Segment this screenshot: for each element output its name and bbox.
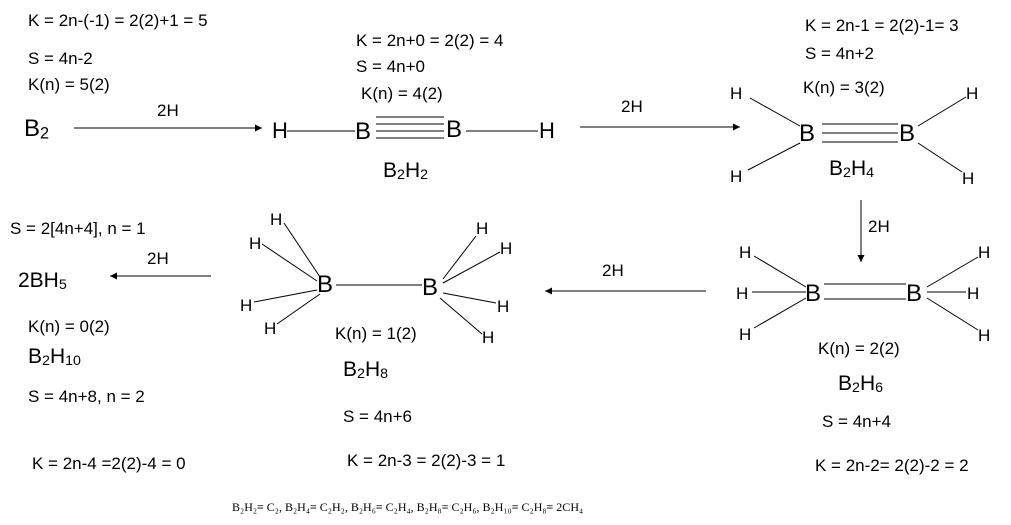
b2h10-kn: K(n) = 0(2) bbox=[28, 317, 110, 336]
equivalence-footnote: B₂H₂≡ C₂, B₂H₄≡ C₂H₂, B₂H₆≡ C₂H₄, B₂H₈≡ … bbox=[232, 500, 584, 514]
bond-b-h bbox=[283, 222, 321, 278]
atom-h: H bbox=[962, 169, 975, 188]
b2-kn: K(n) = 5(2) bbox=[28, 75, 110, 94]
atom-b: B bbox=[317, 271, 334, 298]
atom-h: H bbox=[736, 284, 749, 303]
bond-b-h bbox=[917, 96, 967, 127]
b2h2-k-formula: K = 2n+0 = 2(2) = 4 bbox=[356, 31, 504, 50]
atom-h: H bbox=[730, 167, 743, 186]
b2-label: B2 bbox=[24, 115, 50, 143]
bond-b-h bbox=[439, 297, 483, 335]
b2h10-label: B2H10 bbox=[28, 345, 81, 370]
bond-b-h bbox=[276, 293, 321, 325]
bond-b-b-triple bbox=[822, 123, 898, 143]
bond-b-b-double bbox=[824, 283, 906, 300]
atom-b: B bbox=[446, 116, 463, 143]
bond-b-b-quadruple bbox=[376, 116, 444, 139]
atom-h: H bbox=[500, 239, 513, 258]
atom-h: H bbox=[270, 210, 283, 229]
b2h4-k-formula: K = 2n-1 = 2(2)-1= 3 bbox=[805, 16, 959, 35]
b2h2-label: B2H2 bbox=[383, 159, 429, 184]
bond-b-h bbox=[926, 297, 979, 331]
b2h2-s-formula: S = 4n+0 bbox=[356, 57, 426, 76]
atom-b: B bbox=[799, 120, 816, 147]
bond-b-h bbox=[253, 289, 318, 303]
bond-b-h bbox=[747, 142, 801, 171]
atom-h: H bbox=[539, 118, 555, 143]
bond-b-h bbox=[442, 292, 497, 304]
bond-b-h bbox=[753, 255, 807, 288]
atom-h: H bbox=[978, 326, 991, 345]
atom-b: B bbox=[805, 280, 822, 307]
atom-h: H bbox=[739, 325, 752, 344]
bond-b-h bbox=[749, 97, 801, 127]
b2h8-label: B2H8 bbox=[343, 358, 389, 383]
arrow-label-1: 2H bbox=[157, 101, 179, 120]
b2h8-s-formula: S = 4n+6 bbox=[343, 407, 413, 426]
b2h10-s-formula: S = 4n+8, n = 2 bbox=[28, 387, 145, 406]
b2h10-k-formula: K = 2n-4 =2(2)-4 = 0 bbox=[32, 454, 186, 473]
bond-b-h bbox=[442, 235, 477, 280]
atom-h: H bbox=[476, 219, 489, 238]
atom-h: H bbox=[739, 243, 752, 262]
bond-b-h bbox=[442, 251, 501, 284]
atom-h: H bbox=[967, 284, 980, 303]
arrow-label-5: 2H bbox=[147, 249, 169, 268]
b2h4-kn: K(n) = 3(2) bbox=[803, 78, 885, 97]
atom-b: B bbox=[899, 120, 916, 147]
arrow-label-3: 2H bbox=[868, 217, 890, 236]
b2h6-label: B2H6 bbox=[838, 372, 884, 397]
atom-h: H bbox=[497, 297, 510, 316]
b2h4-s-formula: S = 4n+2 bbox=[805, 44, 875, 63]
b2-s-formula: S = 4n-2 bbox=[28, 49, 93, 68]
atom-h: H bbox=[730, 84, 743, 103]
bond-b-h bbox=[926, 256, 979, 288]
atom-h: H bbox=[272, 118, 288, 143]
atom-h: H bbox=[966, 84, 979, 103]
atom-h: H bbox=[482, 328, 495, 347]
atom-h: H bbox=[249, 234, 262, 253]
atom-h: H bbox=[978, 243, 991, 262]
b2h4-label: B2H4 bbox=[829, 157, 875, 182]
bond-b-h bbox=[917, 142, 963, 173]
bond-b-h bbox=[261, 243, 318, 282]
arrow-label-4: 2H bbox=[602, 261, 624, 280]
b2h8-kn: K(n) = 1(2) bbox=[335, 324, 417, 343]
atom-b: B bbox=[422, 274, 439, 301]
bond-b-h bbox=[753, 297, 807, 329]
b2-k-formula: K = 2n-(-1) = 2(2)+1 = 5 bbox=[28, 11, 208, 30]
atom-h: H bbox=[264, 319, 277, 338]
b2h2-kn: K(n) = 4(2) bbox=[361, 84, 443, 103]
atom-h: H bbox=[240, 296, 253, 315]
arrow-label-2: 2H bbox=[621, 97, 643, 116]
b2h6-k-formula: K = 2n-2= 2(2)-2 = 2 bbox=[815, 456, 969, 475]
bh5-label: 2BH5 bbox=[18, 269, 67, 294]
b2h6-s-formula: S = 4n+4 bbox=[822, 412, 892, 431]
atom-b: B bbox=[355, 118, 372, 145]
b2h6-kn: K(n) = 2(2) bbox=[818, 339, 900, 358]
atom-b: B bbox=[906, 280, 923, 307]
b2h8-k-formula: K = 2n-3 = 2(2)-3 = 1 bbox=[347, 451, 506, 470]
bh5-s-top: S = 2[4n+4], n = 1 bbox=[10, 219, 146, 238]
